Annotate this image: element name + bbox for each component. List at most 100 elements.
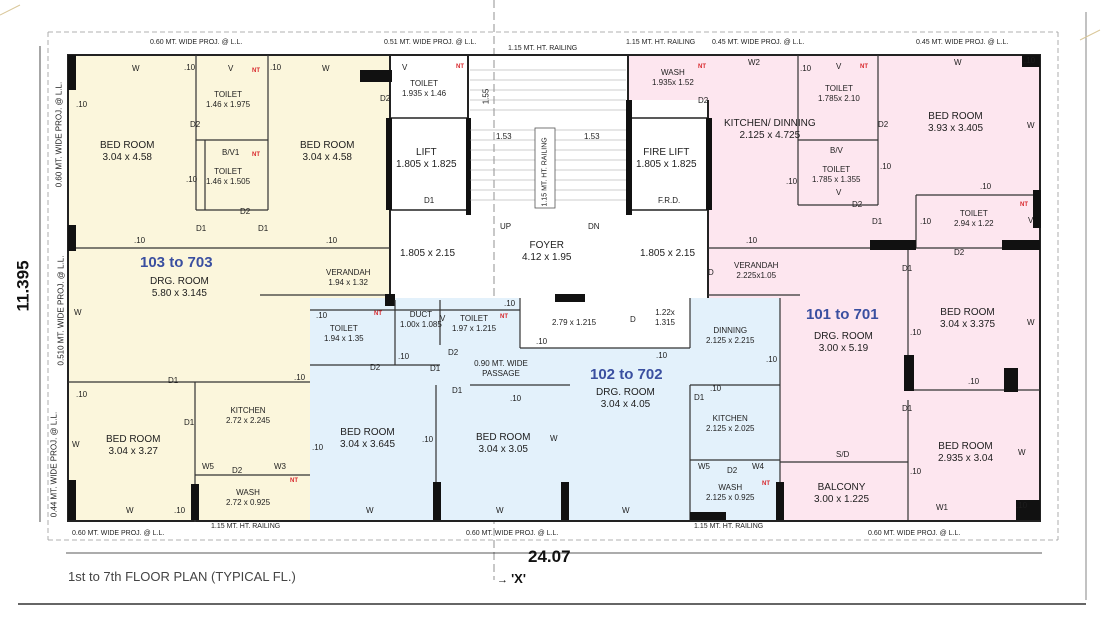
stair-railing-label: 1.15 MT. HT. RAILING (541, 137, 549, 207)
wall-thickness-tag: .10 (294, 373, 306, 382)
stair-up-label: UP (500, 222, 512, 231)
unit-102-walls (310, 298, 781, 520)
ventilator-tag: V (402, 63, 408, 72)
wall-thickness-tag: .10 (312, 443, 324, 452)
projection-label: 0.60 MT. WIDE PROJ. @ L.L. (72, 530, 165, 537)
window-tag: W (126, 506, 134, 515)
door-tag: D (708, 268, 714, 277)
column (776, 482, 784, 520)
ventilator-tag: V (228, 64, 234, 73)
door-tag: D1 (196, 224, 207, 233)
stair-dimension: 1.53 (496, 132, 512, 141)
door-tag: D1 (184, 418, 195, 427)
wall-thickness-tag: .10 (174, 506, 186, 515)
wall-thickness-tag: .10 (910, 328, 922, 337)
door-tag: D2 (232, 466, 243, 475)
nt-marker: NT (762, 481, 770, 487)
wall-thickness-tag: .10 (800, 64, 812, 73)
door-tag: D1 (872, 217, 883, 226)
door-tag: D2 (370, 363, 381, 372)
window-tag: W3 (274, 462, 286, 471)
section-marker: → 'X' (497, 571, 526, 586)
column (1016, 500, 1040, 520)
projection-label: 0.60 MT. WIDE PROJ. @ L.L. (54, 81, 64, 188)
window-tag: W (954, 58, 962, 67)
overall-height-dimension: 11.395 (13, 260, 33, 312)
projection-label: 0.60 MT. WIDE PROJ. @ L.L. (150, 39, 243, 46)
column (191, 484, 199, 520)
column (1004, 368, 1018, 392)
window-tag: W4 (752, 462, 764, 471)
projection-label: 0.51 MT. WIDE PROJ. @ L.L. (384, 39, 477, 46)
door-tag: D2 (698, 96, 709, 105)
door-tag: D2 (878, 120, 889, 129)
wall-thickness-tag: .10 (76, 100, 88, 109)
wall-thickness-tag: .10 (270, 63, 282, 72)
window-tag: W5 (698, 462, 710, 471)
door-tag: D2 (190, 120, 201, 129)
wall-thickness-tag: .10 (656, 351, 668, 360)
railing-label: 1.15 MT. HT. RAILING (508, 45, 578, 52)
nt-marker: NT (500, 314, 508, 320)
projection-label: 0.60 MT. WIDE PROJ. @ L.L. (466, 530, 559, 537)
unit-label-102: 102 to 702 (590, 366, 663, 383)
overall-width-dimension: 24.07 (528, 547, 571, 566)
outer-wall (67, 54, 1041, 522)
lift-wall-column (466, 118, 471, 215)
passage-label: 0.90 MT. WIDE PASSAGE (474, 359, 528, 378)
wall-thickness-tag: .10 (1016, 501, 1028, 510)
door-tag: D1 (424, 196, 435, 205)
nt-marker: NT (252, 68, 260, 74)
wall-thickness-tag: .10 (880, 162, 892, 171)
corner-mark (0, 4, 21, 16)
railing-label: 1.15 MT. HT. RAILING (626, 39, 696, 46)
corner-mark (1079, 29, 1101, 41)
door-tag: D1 (452, 386, 463, 395)
door-tag: D (630, 315, 636, 324)
fire-lift-wall-column (706, 118, 712, 210)
column (385, 294, 395, 306)
small-dimension: 1.22x 1.315 (654, 308, 676, 327)
shaft-dimension: 2.79 x 1.215 (552, 318, 597, 327)
unit-102-area (310, 298, 780, 520)
column (433, 482, 441, 520)
column (1002, 240, 1040, 250)
window-tag: W2 (748, 58, 760, 67)
wall-thickness-tag: .10 (766, 355, 778, 364)
projection-label: 0.510 MT. WIDE PROJ. @ L.L. (56, 255, 66, 366)
column (870, 240, 916, 250)
unit-103-walls (68, 55, 390, 522)
window-tag: W (74, 308, 82, 317)
nt-marker: NT (456, 64, 464, 70)
projection-label: 0.45 MT. WIDE PROJ. @ L.L. (712, 39, 805, 46)
railing-label: 1.15 MT. HT. RAILING (211, 523, 281, 530)
window-tag: W (322, 64, 330, 73)
door-tag: D2 (954, 248, 965, 257)
column (555, 294, 585, 302)
lobby-dimension: 1.805 x 2.15 (400, 248, 456, 259)
staircase (470, 69, 626, 201)
window-tag: W1 (936, 503, 948, 512)
stair-dimension: 1.55 (481, 88, 491, 105)
wall-thickness-tag: .10 (326, 236, 338, 245)
door-tag: D1 (902, 404, 913, 413)
door-tag: D1 (694, 393, 705, 402)
wall-thickness-tag: .10 (910, 467, 922, 476)
